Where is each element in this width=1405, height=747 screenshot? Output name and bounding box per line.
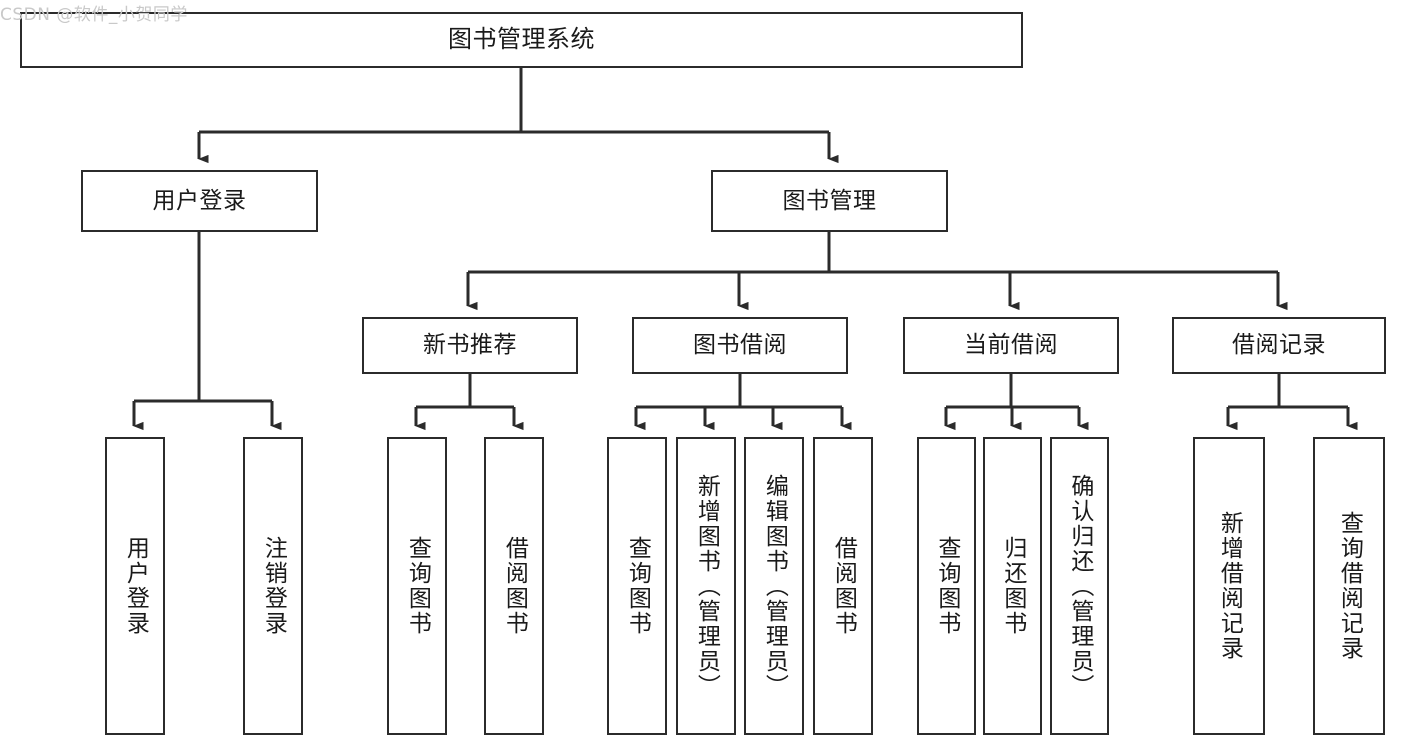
node-label-current-borrow: 当前借阅 [964,332,1058,359]
node-leaf-add-record[interactable]: 新增借阅记录 [1193,437,1265,735]
node-label-new-book-rec: 新书推荐 [423,332,517,359]
node-leaf-add-book[interactable]: 新增图书（管理员） [676,437,736,735]
node-label-leaf-query-record: 查询借阅记录 [1336,511,1363,661]
node-leaf-borrow-book-1[interactable]: 借阅图书 [484,437,544,735]
node-label-leaf-user-logout: 注销登录 [260,536,287,636]
node-label-leaf-confirm-return: 确认归还（管理员） [1066,473,1093,699]
node-label-book-manage: 图书管理 [782,187,877,214]
node-label-leaf-edit-book: 编辑图书（管理员） [761,473,788,699]
node-label-root: 图书管理系统 [448,25,595,54]
node-leaf-query-book-2[interactable]: 查询图书 [607,437,667,735]
node-label-leaf-query-book-2: 查询图书 [624,536,651,636]
node-current-borrow[interactable]: 当前借阅 [903,317,1119,374]
node-label-borrow-record: 借阅记录 [1232,332,1326,359]
node-new-book-rec[interactable]: 新书推荐 [362,317,578,374]
node-leaf-user-logout[interactable]: 注销登录 [243,437,303,735]
node-label-user-login: 用户登录 [152,187,247,214]
node-root[interactable]: 图书管理系统 [20,12,1023,68]
edge-lines [132,68,1358,431]
node-label-leaf-user-login: 用户登录 [122,536,149,636]
node-label-leaf-borrow-book-1: 借阅图书 [501,536,528,636]
node-borrow-record[interactable]: 借阅记录 [1172,317,1386,374]
node-leaf-query-record[interactable]: 查询借阅记录 [1313,437,1385,735]
node-leaf-confirm-return[interactable]: 确认归还（管理员） [1050,437,1109,735]
node-label-leaf-add-record: 新增借阅记录 [1216,511,1243,661]
node-label-book-borrow: 图书借阅 [693,332,787,359]
node-label-leaf-query-book-3: 查询图书 [933,536,960,636]
node-label-leaf-add-book: 新增图书（管理员） [693,473,720,699]
node-leaf-return-book[interactable]: 归还图书 [983,437,1042,735]
node-user-login[interactable]: 用户登录 [81,170,318,232]
node-label-leaf-borrow-book-2: 借阅图书 [830,536,857,636]
node-leaf-query-book-3[interactable]: 查询图书 [917,437,976,735]
node-leaf-query-book-1[interactable]: 查询图书 [387,437,447,735]
node-book-borrow[interactable]: 图书借阅 [632,317,848,374]
node-leaf-user-login[interactable]: 用户登录 [105,437,165,735]
node-leaf-borrow-book-2[interactable]: 借阅图书 [813,437,873,735]
node-leaf-edit-book[interactable]: 编辑图书（管理员） [744,437,804,735]
node-label-leaf-return-book: 归还图书 [999,536,1026,636]
node-book-manage[interactable]: 图书管理 [711,170,948,232]
node-label-leaf-query-book-1: 查询图书 [404,536,431,636]
